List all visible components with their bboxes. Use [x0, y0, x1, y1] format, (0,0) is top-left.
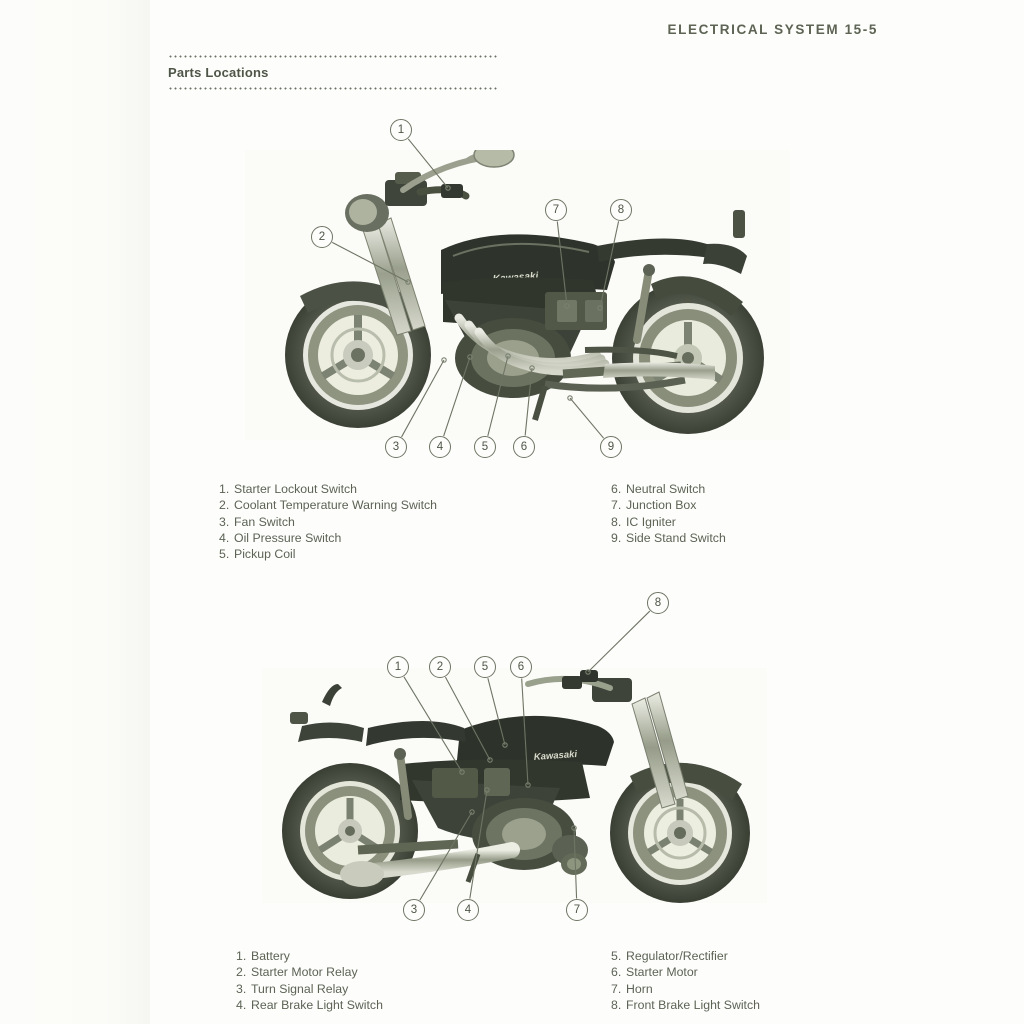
caption-item-number: 3.: [219, 514, 230, 529]
callout-2[interactable]: 2: [311, 226, 333, 248]
caption-item-label: Front Brake Light Switch: [626, 997, 760, 1012]
caption-item: 7. Junction Box: [611, 497, 726, 513]
figure-left-side: Kawasaki: [245, 150, 790, 440]
caption-item-label: Oil Pressure Switch: [234, 530, 342, 545]
caption-item: 9. Side Stand Switch: [611, 530, 726, 546]
caption-right-figure-1: 6. Neutral Switch 7. Junction Box 8. IC Ignit…: [611, 481, 726, 546]
callout-7[interactable]: 7: [545, 199, 567, 221]
caption-item-number: 8.: [611, 997, 622, 1012]
motorcycle-photo-right-side: Kawasaki: [262, 668, 767, 903]
caption-item: 1. Battery: [236, 948, 383, 964]
caption-item: 8. IC Igniter: [611, 514, 726, 530]
caption-item-label: Fan Switch: [234, 514, 295, 529]
caption-item: 7. Horn: [611, 981, 760, 997]
callout-6[interactable]: 6: [513, 436, 535, 458]
figure-right-side: Kawasaki: [262, 668, 767, 903]
caption-item-number: 5.: [219, 547, 230, 562]
caption-item-label: Junction Box: [626, 498, 697, 513]
svg-text:Kawasaki: Kawasaki: [533, 749, 577, 763]
callout-2[interactable]: 2: [429, 656, 451, 678]
caption-item-label: Rear Brake Light Switch: [251, 997, 383, 1012]
caption-item-label: Horn: [626, 981, 653, 996]
caption-item: 1. Starter Lockout Switch: [219, 481, 437, 497]
callout-7[interactable]: 7: [566, 899, 588, 921]
caption-item: 6. Starter Motor: [611, 964, 760, 980]
callout-5[interactable]: 5: [474, 436, 496, 458]
caption-item-label: Neutral Switch: [626, 482, 706, 496]
caption-left-figure-1: 1. Starter Lockout Switch 2. Coolant Temper…: [219, 481, 437, 562]
callout-4[interactable]: 4: [429, 436, 451, 458]
caption-item-label: IC Igniter: [626, 514, 676, 529]
section-heading-block: Parts Locations: [168, 55, 498, 90]
caption-item-number: 3.: [236, 981, 247, 996]
page-title: Parts Locations: [168, 65, 269, 80]
caption-item-label: Regulator/Rectifier: [626, 949, 728, 963]
callout-5[interactable]: 5: [474, 656, 496, 678]
running-head: ELECTRICAL SYSTEM 15-5: [667, 22, 878, 37]
caption-item: 3. Turn Signal Relay: [236, 981, 383, 997]
caption-item-label: Coolant Temperature Warning Switch: [234, 498, 437, 513]
callout-8[interactable]: 8: [647, 592, 669, 614]
callout-1[interactable]: 1: [390, 119, 412, 141]
callout-6[interactable]: 6: [510, 656, 532, 678]
caption-item: 3. Fan Switch: [219, 514, 437, 530]
caption-item-number: 6.: [611, 965, 622, 980]
caption-item-number: 2.: [219, 498, 230, 513]
caption-item-label: Pickup Coil: [234, 547, 296, 562]
caption-item: 8. Front Brake Light Switch: [611, 997, 760, 1013]
caption-item: 6. Neutral Switch: [611, 481, 726, 497]
caption-left-figure-2: 1. Battery 2. Starter Motor Relay 3. Turn Sig…: [236, 948, 383, 1013]
caption-item: 2. Starter Motor Relay: [236, 964, 383, 980]
caption-item-label: Turn Signal Relay: [251, 981, 349, 996]
caption-item-number: 6.: [611, 482, 622, 496]
caption-item: 5. Regulator/Rectifier: [611, 948, 760, 964]
caption-item-number: 4.: [236, 997, 247, 1012]
caption-item: 5. Pickup Coil: [219, 546, 437, 562]
caption-item-number: 1.: [236, 949, 247, 963]
callout-1[interactable]: 1: [387, 656, 409, 678]
dotted-rule-bottom: [168, 87, 498, 90]
dotted-rule-top: [168, 55, 498, 58]
caption-item-number: 2.: [236, 965, 247, 980]
caption-item: 2. Coolant Temperature Warning Switch: [219, 497, 437, 513]
caption-item-number: 7.: [611, 498, 622, 513]
callout-3[interactable]: 3: [385, 436, 407, 458]
callout-8[interactable]: 8: [610, 199, 632, 221]
caption-item: 4. Oil Pressure Switch: [219, 530, 437, 546]
caption-item-number: 4.: [219, 530, 230, 545]
callout-3[interactable]: 3: [403, 899, 425, 921]
caption-item-number: 5.: [611, 949, 622, 963]
caption-item-label: Side Stand Switch: [626, 530, 726, 545]
caption-item-number: 9.: [611, 530, 622, 545]
caption-right-figure-2: 5. Regulator/Rectifier 6. Starter Motor 7. Ho…: [611, 948, 760, 1013]
caption-item-number: 7.: [611, 981, 622, 996]
callout-9[interactable]: 9: [600, 436, 622, 458]
caption-item-label: Starter Motor: [626, 965, 698, 980]
caption-item-label: Starter Motor Relay: [251, 965, 358, 980]
caption-item-number: 8.: [611, 514, 622, 529]
caption-item-label: Starter Lockout Switch: [234, 482, 358, 496]
caption-item: 4. Rear Brake Light Switch: [236, 997, 383, 1013]
caption-item-number: 1.: [219, 482, 230, 496]
caption-item-label: Battery: [251, 949, 290, 963]
callout-4[interactable]: 4: [457, 899, 479, 921]
